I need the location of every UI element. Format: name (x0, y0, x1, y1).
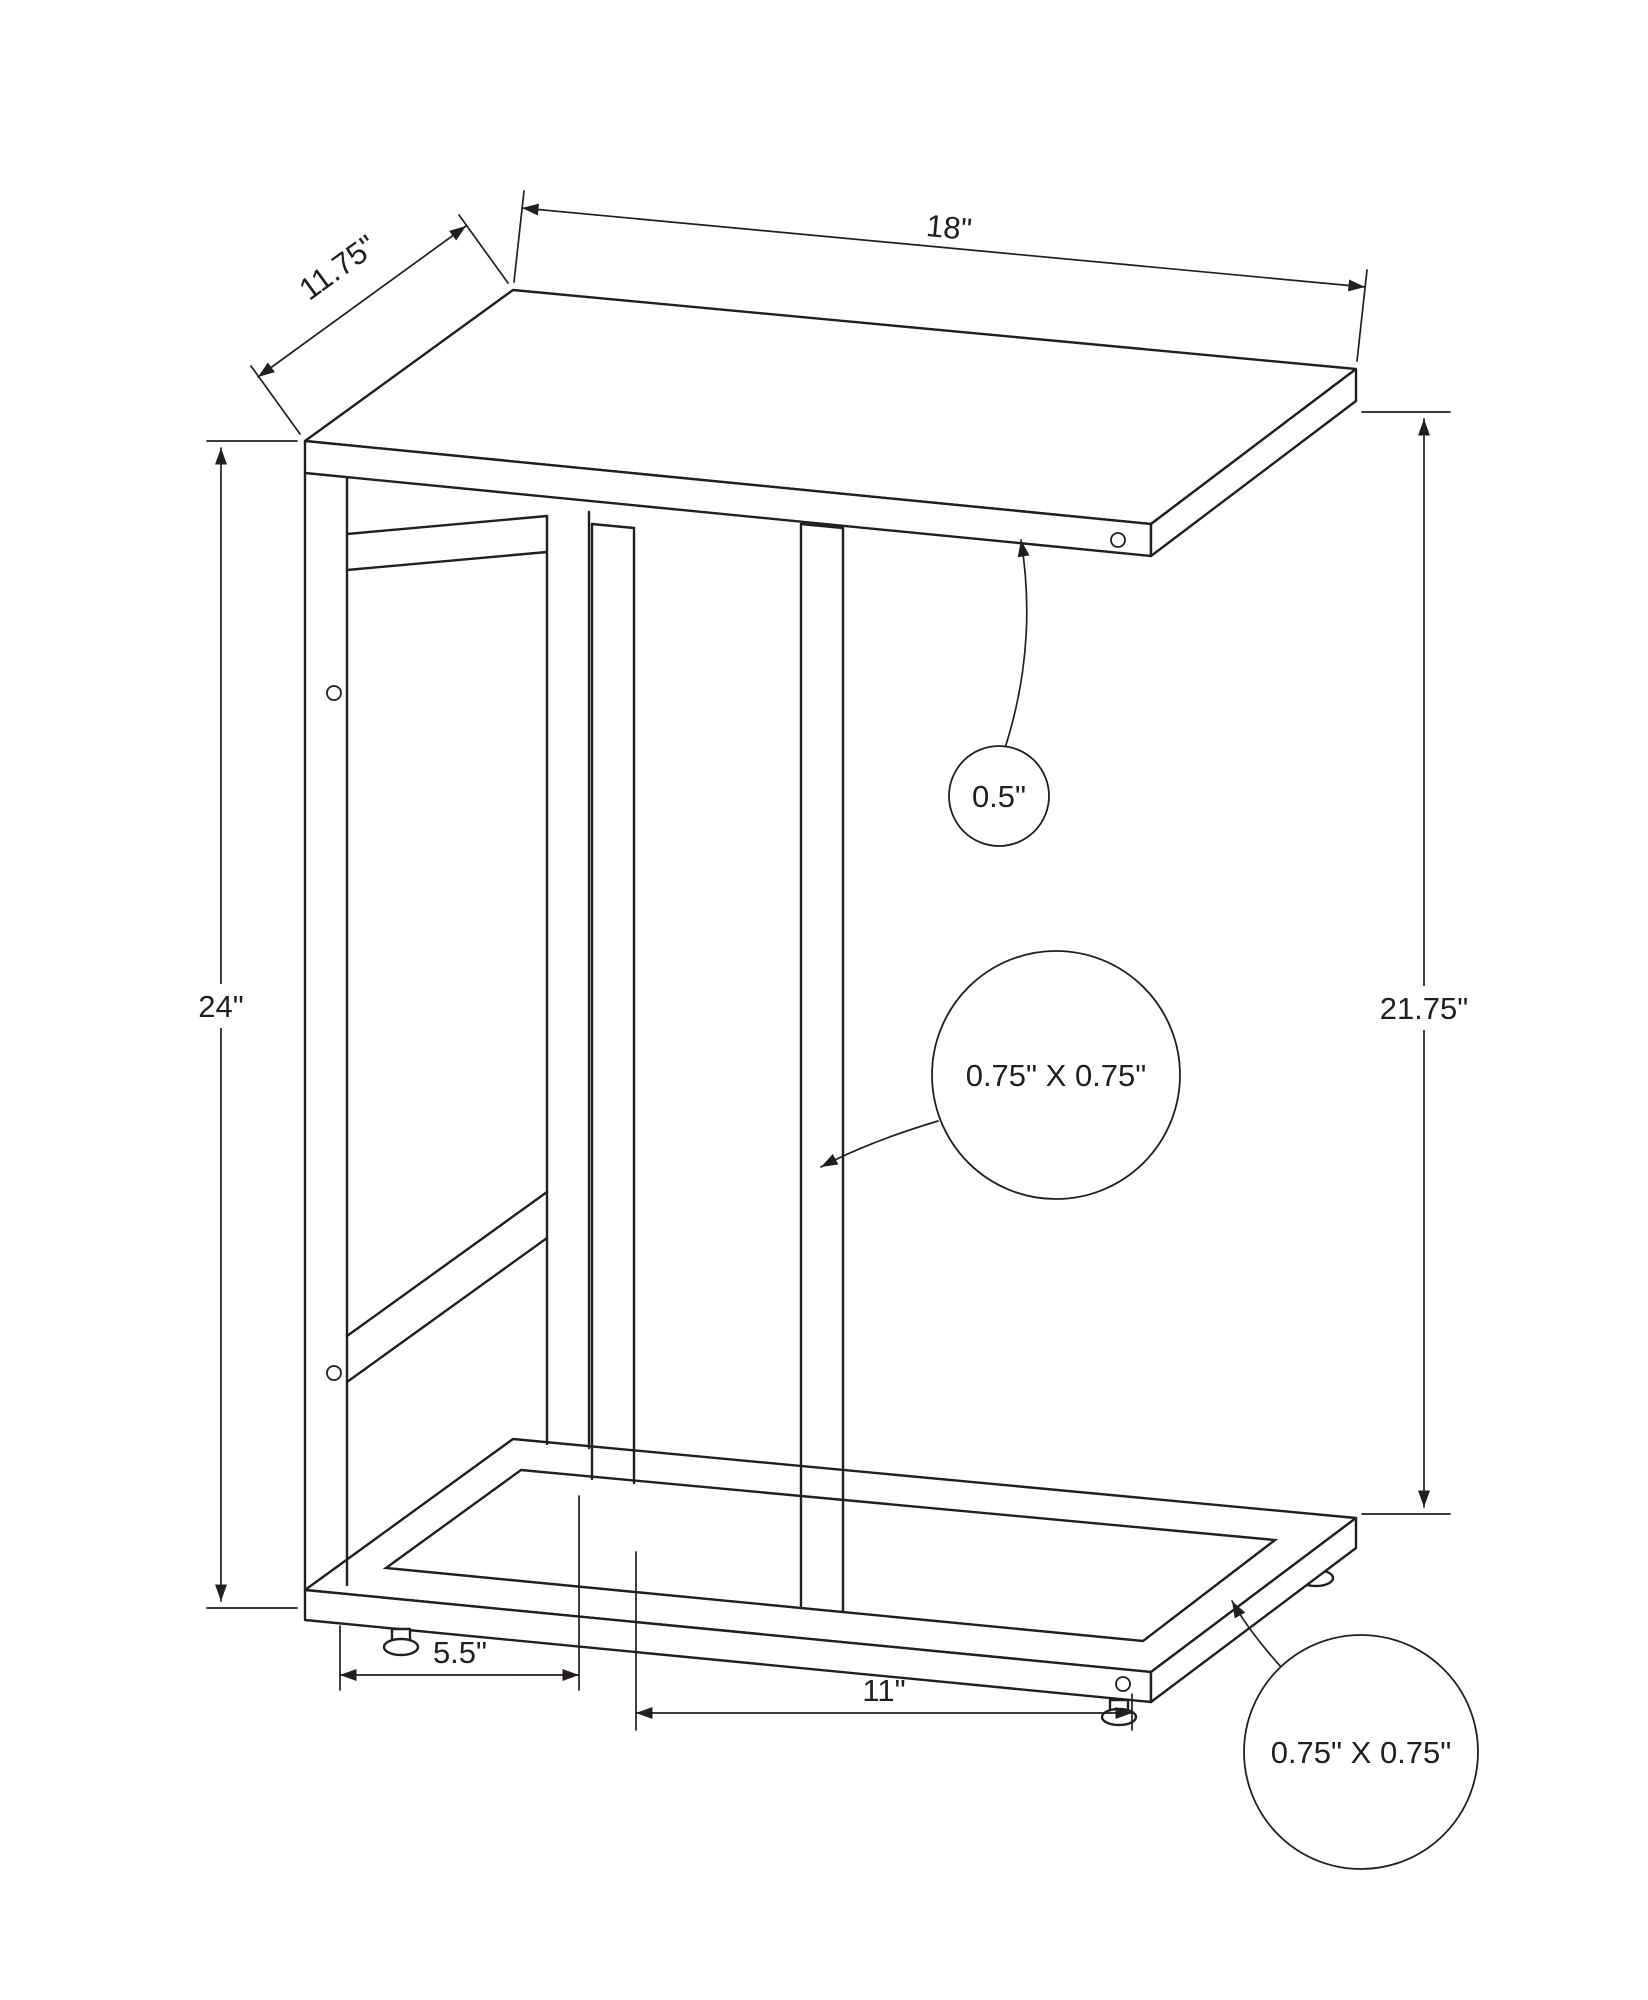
base-frame (303, 1437, 1358, 1704)
leader-line (1004, 539, 1030, 749)
foot-pad (1100, 1707, 1138, 1727)
dimension-top-length: 18" (513, 190, 1368, 362)
lower-stretcher (345, 1190, 549, 1384)
callout-top-thickness: 0.5" (948, 539, 1050, 847)
dim-18-label: 18" (925, 208, 974, 247)
dimension-base-left-span: 5.5" (339, 1495, 580, 1691)
dim-5-5-label: 5.5" (433, 1635, 487, 1670)
dim-21-75-label: 21.75" (1380, 991, 1469, 1026)
upper-stretcher-top-edge (345, 514, 549, 536)
dimension-clearance-height: 21.75" (1361, 411, 1482, 1515)
left-post-screw-lower (326, 1365, 342, 1381)
extension-line (250, 365, 301, 435)
left-post (303, 471, 349, 1592)
base-screw (1115, 1676, 1131, 1692)
callout-0-5-label: 0.5" (972, 779, 1026, 814)
base-inner-edge (382, 1468, 1279, 1643)
tabletop-right-face (1149, 367, 1358, 558)
leader-line (820, 1120, 939, 1168)
right-post (799, 522, 845, 1614)
callout-circle (1243, 1634, 1479, 1870)
label-backing (1366, 986, 1482, 1030)
extension-line (513, 190, 525, 283)
callout-tube-upper-label: 0.75" X 0.75" (966, 1058, 1147, 1093)
label-backing (184, 984, 258, 1028)
mid-post-front-top-cap (590, 522, 636, 530)
dim-11in-label: 11" (862, 1673, 905, 1708)
dim-24-label: 24" (198, 989, 244, 1024)
dimension-line (257, 225, 467, 378)
dimension-overall-height: 24" (184, 440, 298, 1609)
dimension-base-opening: 11" (635, 1551, 1133, 1731)
leader-line (1231, 1600, 1282, 1668)
dimension-line (521, 203, 1366, 292)
lower-stretcher-bottom-edge (345, 1236, 549, 1384)
upper-stretcher (345, 514, 549, 572)
callout-tube-section-lower: 0.75" X 0.75" (1231, 1600, 1479, 1870)
tabletop-screw (1110, 532, 1126, 548)
foot-front-left (382, 1627, 420, 1657)
callout-tube-section-upper: 0.75" X 0.75" (820, 950, 1181, 1200)
extension-line (1356, 269, 1368, 362)
mid-post-rear (545, 510, 591, 1450)
foot-pad (382, 1637, 420, 1657)
callout-circle (931, 950, 1181, 1200)
extension-line (458, 214, 509, 284)
tabletop (303, 288, 1358, 558)
callout-tube-lower-label: 0.75" X 0.75" (1271, 1735, 1452, 1770)
lower-stretcher-top-edge (345, 1190, 549, 1338)
mid-post-front (590, 522, 636, 1485)
right-post-top-cap (799, 522, 845, 530)
left-post-screw-upper (326, 685, 342, 701)
base-right-face (1149, 1516, 1358, 1704)
callout-circle (948, 745, 1050, 847)
upper-stretcher-bottom-edge (345, 550, 549, 572)
